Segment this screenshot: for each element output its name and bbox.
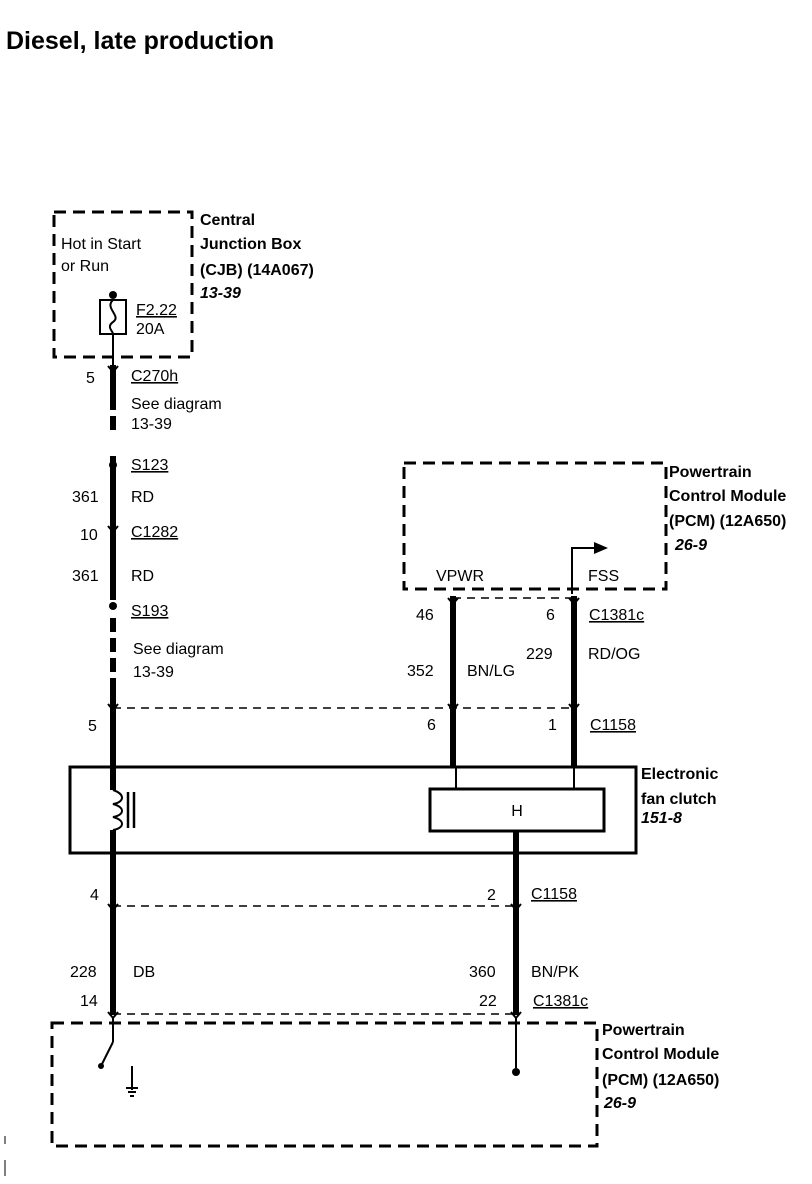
connector-chevron-icon bbox=[447, 597, 459, 606]
c1282-pin: 10 bbox=[80, 527, 98, 544]
cjb-power-2: or Run bbox=[61, 258, 109, 275]
electronic-fan-clutch: H Electronic fan clutch 151-8 bbox=[68, 765, 718, 855]
switch-contact-icon bbox=[98, 1063, 104, 1069]
pcm-top-name-3: (PCM) (12A650) bbox=[669, 513, 786, 530]
pcm-bottom-outline bbox=[50, 1021, 599, 1148]
cjb-name-1: Central bbox=[200, 212, 255, 229]
c1158-lower-right-pin: 2 bbox=[487, 887, 496, 904]
pcm-bottom: Powertrain Control Module (PCM) (12A650)… bbox=[50, 1018, 719, 1148]
connector-chevron-icon bbox=[510, 903, 522, 912]
color-rd-a: RD bbox=[131, 489, 154, 506]
cjb-name-2: Junction Box bbox=[200, 236, 301, 253]
pcm-bottom-ref: 26-9 bbox=[603, 1095, 636, 1112]
pcm-wires: 46 6 C1381c 229 RD/OG 352 BN/LG 6 1 C115… bbox=[407, 596, 644, 768]
hall-sensor-label: H bbox=[511, 803, 523, 820]
pcm-top-name-1: Powertrain bbox=[669, 464, 752, 481]
coil-icon bbox=[112, 789, 123, 831]
c1381c-top-label: C1381c bbox=[589, 607, 644, 624]
cjb-outline bbox=[52, 210, 194, 359]
circuit-360: 360 bbox=[469, 964, 496, 981]
c1282-label: C1282 bbox=[131, 524, 178, 541]
fss-signal-line bbox=[571, 547, 594, 594]
s193-label: S193 bbox=[131, 603, 168, 620]
connector-chevron-icon bbox=[568, 703, 580, 712]
c1158-left-pin: 5 bbox=[88, 718, 97, 735]
pcm-top-outline bbox=[402, 461, 668, 591]
vpwr-label: VPWR bbox=[436, 568, 484, 585]
fan-clutch-name-1: Electronic bbox=[641, 766, 718, 783]
see-diagram-2-line-1: See diagram bbox=[133, 641, 224, 658]
connector-chevron-icon bbox=[568, 597, 580, 606]
fuse-id: F2.22 bbox=[136, 302, 177, 319]
connector-chevron-icon bbox=[447, 703, 459, 712]
circuit-361-a: 361 bbox=[72, 489, 99, 506]
splice-s123-icon bbox=[109, 461, 117, 469]
c1158-top-label: C1158 bbox=[590, 717, 636, 734]
see-diagram-1-line-1: See diagram bbox=[131, 396, 222, 413]
pcm-bottom-name-1: Powertrain bbox=[602, 1022, 685, 1039]
c1158-lower-left-pin: 4 bbox=[90, 887, 99, 904]
switch-arm-icon bbox=[100, 1041, 114, 1067]
left-wire-column: 5 C270h See diagram 13-39 S123 361 RD 10… bbox=[72, 365, 224, 780]
c270h-pin: 5 bbox=[86, 370, 95, 387]
signal-flag-icon bbox=[594, 542, 608, 554]
fuse-icon bbox=[99, 299, 127, 335]
vpwr-color: BN/LG bbox=[467, 663, 515, 680]
color-bn-pk: BN/PK bbox=[531, 964, 579, 981]
connector-chevron-icon bbox=[107, 903, 119, 912]
pcm-top-name-2: Control Module bbox=[669, 488, 786, 505]
pcm-bottom-name-3: (PCM) (12A650) bbox=[602, 1072, 719, 1089]
lower-wires: 4 2 C1158 228 DB 14 360 BN/PK 22 C1381c bbox=[70, 853, 588, 1020]
cjb-name-3: (CJB) (14A067) bbox=[200, 262, 314, 279]
pcm-top-ref: 26-9 bbox=[674, 537, 707, 554]
fss-color: RD/OG bbox=[588, 646, 640, 663]
central-junction-box: Central Junction Box (CJB) (14A067) 13-3… bbox=[52, 210, 314, 365]
pcm-top: Powertrain Control Module (PCM) (12A650)… bbox=[402, 461, 786, 594]
pcm-pin-14: 14 bbox=[80, 993, 98, 1010]
cjb-power-1: Hot in Start bbox=[61, 236, 142, 253]
diagram-title: Diesel, late production bbox=[6, 27, 274, 55]
circuit-361-b: 361 bbox=[72, 568, 99, 585]
see-diagram-1-line-2: 13-39 bbox=[131, 416, 172, 433]
fuse-element-icon bbox=[108, 299, 117, 335]
see-diagram-2-line-2: 13-39 bbox=[133, 664, 174, 681]
splice-s193-icon bbox=[109, 602, 117, 610]
fan-clutch-name-2: fan clutch bbox=[641, 791, 717, 808]
circuit-228: 228 bbox=[70, 964, 97, 981]
fuse-node bbox=[109, 291, 117, 299]
c270h-label: C270h bbox=[131, 368, 178, 385]
c1158-lower-label: C1158 bbox=[531, 886, 577, 903]
pcm-pin-22: 22 bbox=[479, 993, 497, 1010]
fuse-rating: 20A bbox=[136, 321, 165, 338]
connector-chevron-icon bbox=[107, 365, 119, 374]
fan-clutch-ref: 151-8 bbox=[641, 810, 682, 827]
connector-chevron-icon bbox=[107, 525, 119, 534]
fss-c1158-pin: 1 bbox=[548, 717, 557, 734]
vpwr-c1158-pin: 6 bbox=[427, 717, 436, 734]
pcm-bottom-name-2: Control Module bbox=[602, 1046, 719, 1063]
ground-icon bbox=[126, 1087, 138, 1097]
input-terminal-icon bbox=[512, 1068, 520, 1076]
color-rd-b: RD bbox=[131, 568, 154, 585]
fss-pin: 6 bbox=[546, 607, 555, 624]
fss-label: FSS bbox=[588, 568, 619, 585]
connector-chevron-icon bbox=[107, 703, 119, 712]
s123-label: S123 bbox=[131, 457, 168, 474]
vpwr-pin: 46 bbox=[416, 607, 434, 624]
cjb-ref: 13-39 bbox=[200, 285, 241, 302]
fss-circuit: 229 bbox=[526, 646, 553, 663]
vpwr-circuit: 352 bbox=[407, 663, 434, 680]
color-db: DB bbox=[133, 964, 155, 981]
c1381c-lower-label: C1381c bbox=[533, 993, 588, 1010]
